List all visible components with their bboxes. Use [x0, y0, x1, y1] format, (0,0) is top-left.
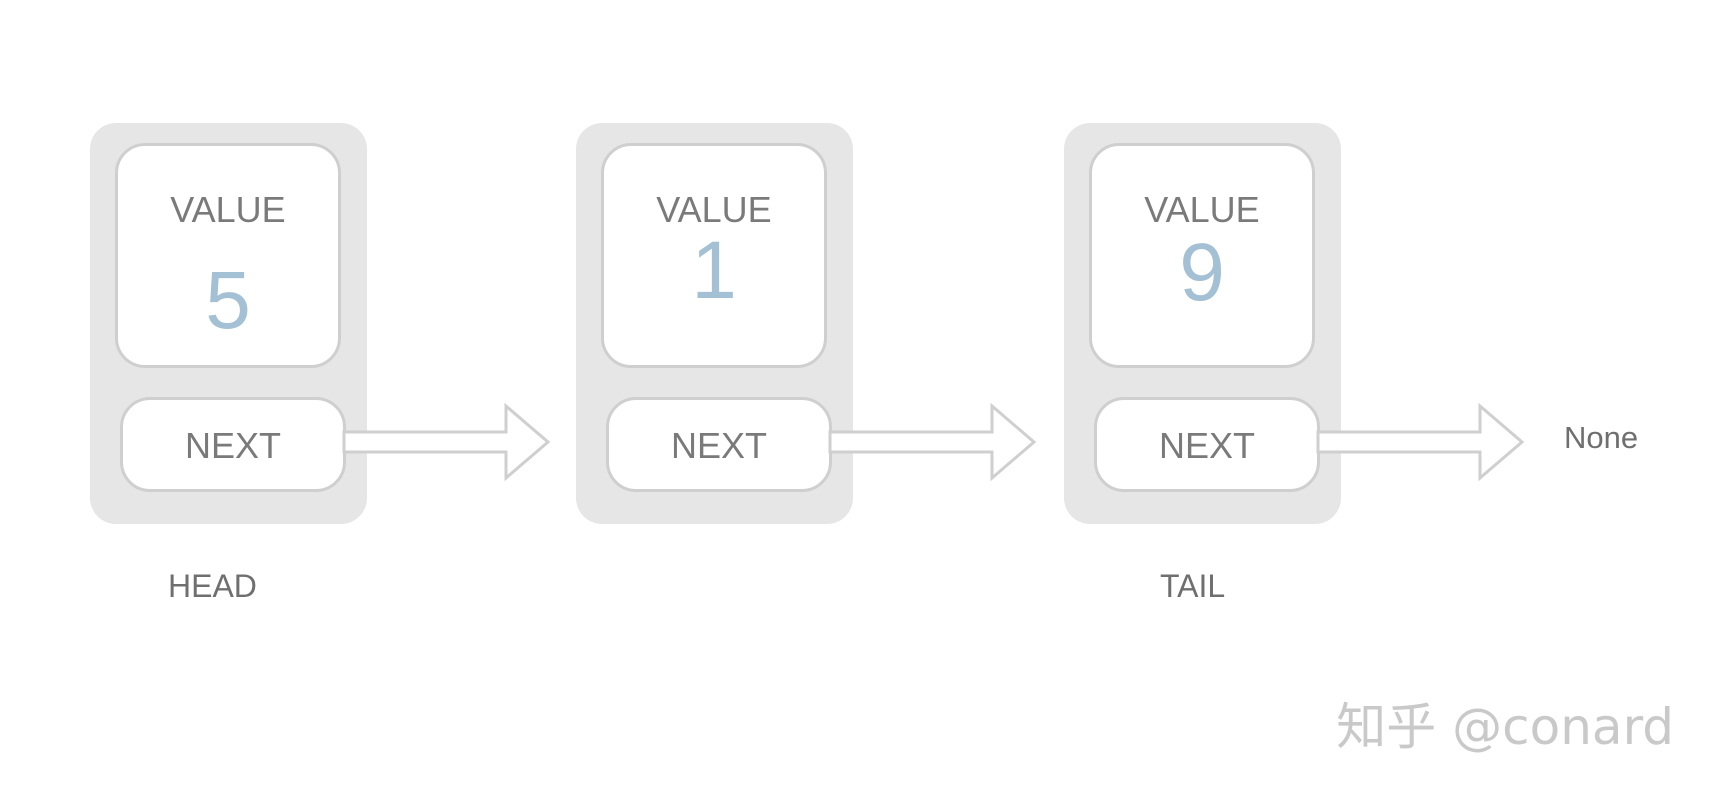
node-value-number: 5	[205, 255, 251, 346]
head-label: HEAD	[168, 568, 257, 604]
next-pointer-arrow-icon	[342, 402, 551, 482]
list-node-1: VALUE 1 NEXT	[576, 123, 853, 524]
node-value-label: VALUE	[1144, 189, 1260, 230]
node-value-box: VALUE 5	[115, 143, 341, 368]
node-next-box: NEXT	[120, 397, 346, 492]
none-label: None	[1564, 420, 1639, 455]
node-value-label: VALUE	[656, 189, 772, 230]
node-value-label: VALUE	[170, 189, 286, 230]
watermark: 知乎 @conard	[1336, 698, 1674, 756]
node-value-number: 9	[1179, 227, 1225, 318]
list-node-0: VALUE 5 NEXT	[90, 123, 367, 524]
next-pointer-arrow-icon	[828, 402, 1037, 482]
node-value-number: 1	[691, 225, 737, 316]
node-next-label: NEXT	[1158, 425, 1255, 466]
tail-label: TAIL	[1160, 568, 1226, 604]
node-value-box: VALUE 9	[1089, 143, 1315, 368]
node-next-label: NEXT	[670, 425, 767, 466]
node-value-box: VALUE 1	[601, 143, 827, 368]
node-next-label: NEXT	[184, 425, 281, 466]
next-pointer-arrow-icon	[1316, 402, 1525, 482]
node-next-box: NEXT	[1094, 397, 1320, 492]
list-node-2: VALUE 9 NEXT	[1064, 123, 1341, 524]
node-next-box: NEXT	[606, 397, 832, 492]
